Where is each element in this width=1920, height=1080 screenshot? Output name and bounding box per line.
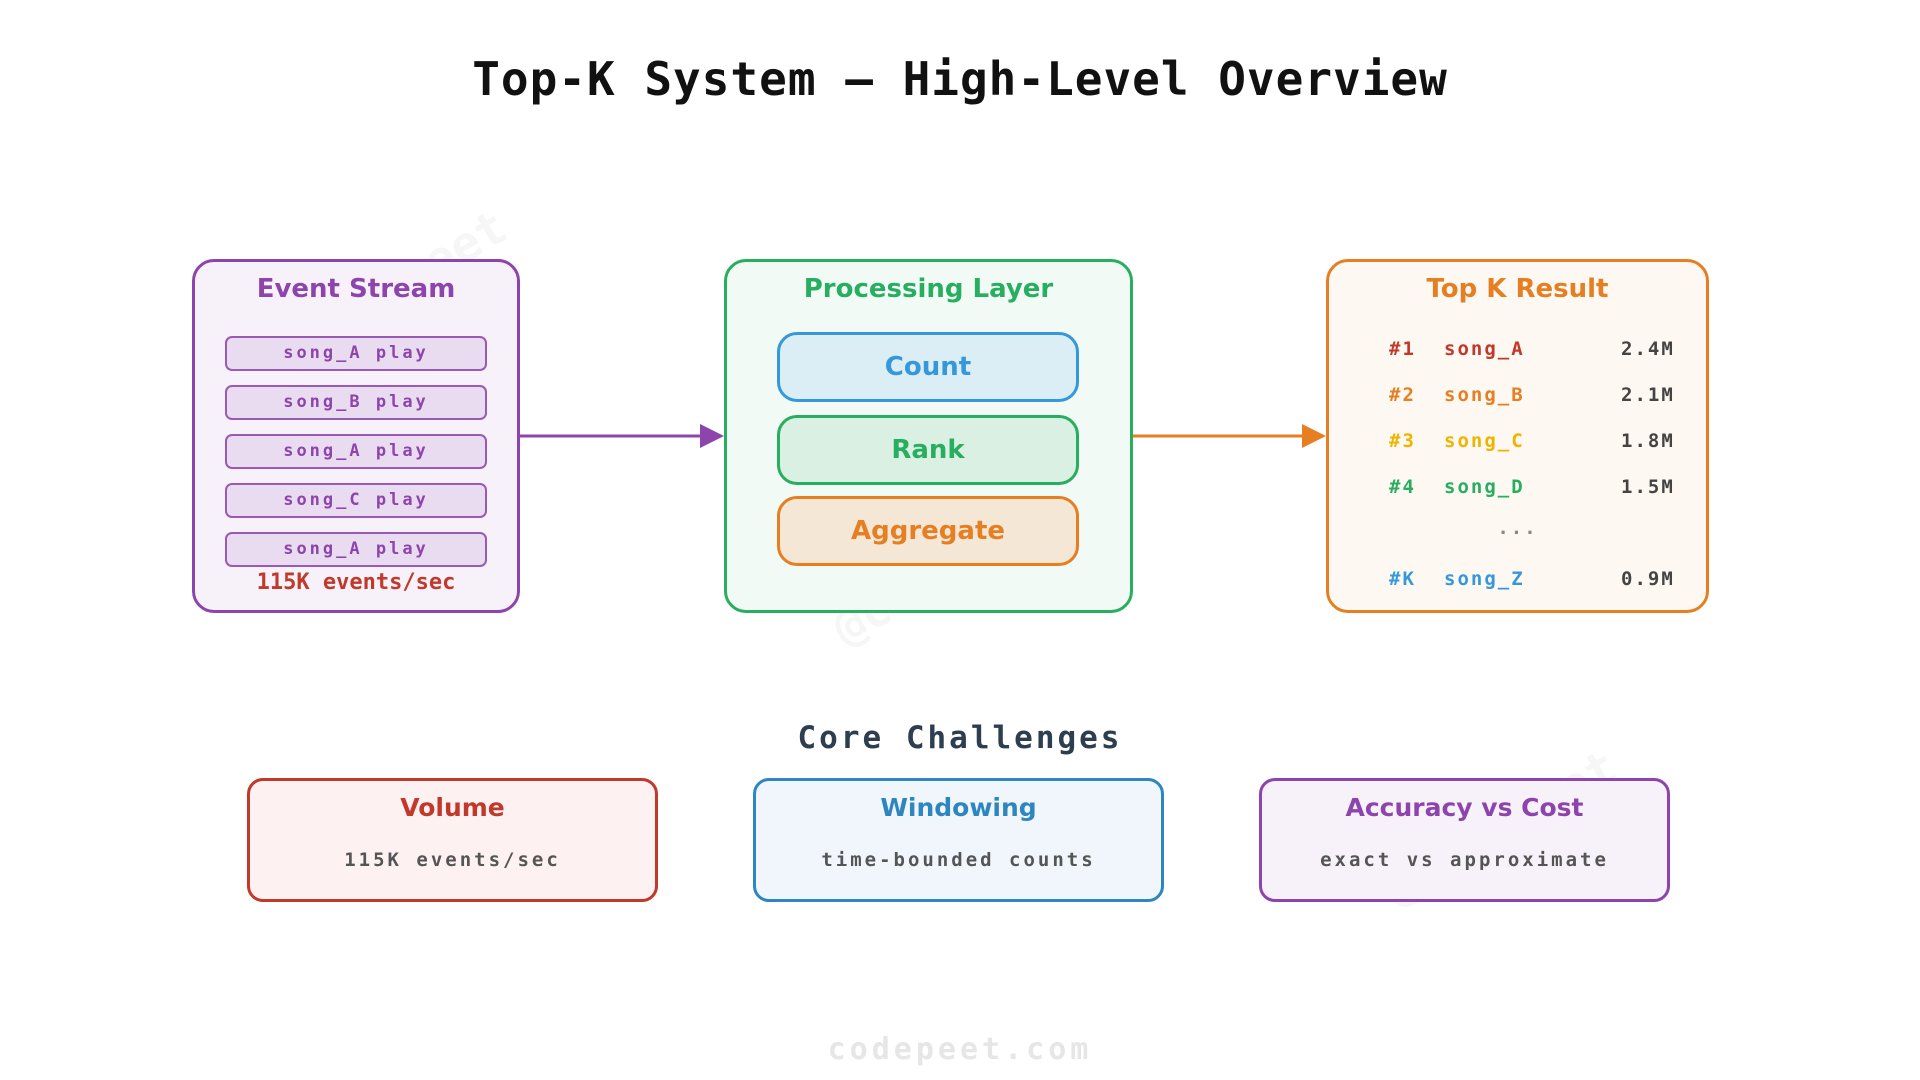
event-item: song_A play [225,336,487,371]
result-song: song_B [1444,384,1525,406]
top-k-result-title: Top K Result [1426,274,1609,304]
result-count: 1.5M [1621,476,1675,498]
result-ellipsis: ... [1329,517,1706,547]
count-stage: Count [777,332,1079,402]
top-k-result-panel: Top K Result #1 song_A 2.4M #2 song_B 2.… [1326,259,1709,613]
result-song: song_D [1444,476,1525,498]
result-row: #3 song_C 1.8M [1329,430,1706,460]
challenge-desc: exact vs approximate [1320,849,1609,871]
result-song: song_A [1444,338,1525,360]
diagram-title: Top-K System — High-Level Overview [472,52,1448,106]
result-row: #4 song_D 1.5M [1329,476,1706,506]
challenge-desc: time-bounded counts [821,849,1096,871]
challenge-desc: 115K events/sec [344,849,561,871]
result-count: 1.8M [1621,430,1675,452]
ellipsis-text: ... [1497,517,1538,539]
result-rank: #2 [1389,384,1416,406]
challenge-card-windowing: Windowing time-bounded counts [753,778,1164,902]
challenge-card-volume: Volume 115K events/sec [247,778,658,902]
arrow-head [700,424,724,448]
result-count: 0.9M [1621,568,1675,590]
result-count: 2.4M [1621,338,1675,360]
result-rank: #1 [1389,338,1416,360]
result-rank: #K [1389,568,1416,590]
challenge-title: Volume [400,793,505,822]
result-row: #K song_Z 0.9M [1329,568,1706,598]
challenge-title: Windowing [880,793,1037,822]
event-stream-title: Event Stream [256,274,456,304]
result-song: song_Z [1444,568,1525,590]
rank-stage: Rank [777,415,1079,485]
result-row: #1 song_A 2.4M [1329,338,1706,368]
result-count: 2.1M [1621,384,1675,406]
arrow-head [1302,424,1326,448]
processing-layer-title: Processing Layer [803,274,1054,304]
result-row: #2 song_B 2.1M [1329,384,1706,414]
event-item: song_C play [225,483,487,518]
event-rate-label: 115K events/sec [256,570,456,595]
result-song: song_C [1444,430,1525,452]
challenge-title: Accuracy vs Cost [1345,793,1584,822]
event-item: song_A play [225,434,487,469]
result-rank: #3 [1389,430,1416,452]
event-item: song_B play [225,385,487,420]
footer-site-label: codepeet.com [827,1032,1093,1067]
aggregate-stage: Aggregate [777,496,1079,566]
event-item: song_A play [225,532,487,567]
result-rank: #4 [1389,476,1416,498]
challenge-card-accuracy: Accuracy vs Cost exact vs approximate [1259,778,1670,902]
core-challenges-heading: Core Challenges [797,720,1123,756]
